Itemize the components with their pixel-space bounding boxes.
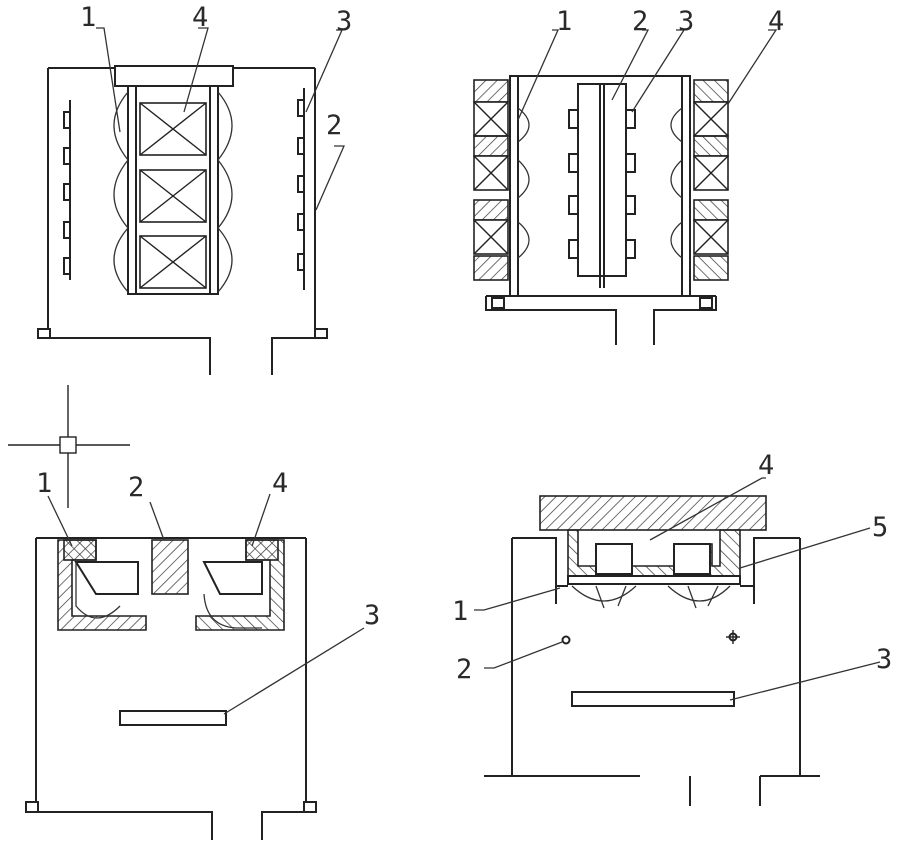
panel-top-right: 1 2 3 4 <box>473 6 784 345</box>
label-2: 2 <box>128 472 144 503</box>
label-1: 1 <box>556 6 572 37</box>
label-3: 3 <box>678 6 694 37</box>
magnet-block <box>139 169 207 223</box>
crosshair-icon <box>8 385 130 508</box>
label-1: 1 <box>452 596 468 627</box>
label-4: 4 <box>758 450 774 481</box>
label-4: 4 <box>192 2 208 33</box>
magnet-block <box>139 102 207 156</box>
label-2: 2 <box>632 6 648 37</box>
label-4: 4 <box>768 6 784 37</box>
label-5: 5 <box>872 512 888 543</box>
label-4: 4 <box>272 468 288 499</box>
label-2: 2 <box>326 110 342 141</box>
label-1: 1 <box>36 468 52 499</box>
label-1: 1 <box>80 2 96 33</box>
label-3: 3 <box>876 644 892 675</box>
label-2: 2 <box>456 654 472 685</box>
label-3: 3 <box>364 600 380 631</box>
panel-bottom-right: 4 5 1 2 3 <box>452 450 892 806</box>
label-3: 3 <box>336 6 352 37</box>
panel-bottom-left: 1 2 4 3 <box>8 385 380 840</box>
magnet-block <box>139 235 207 289</box>
panel-top-left: 1 4 3 2 <box>37 2 352 375</box>
